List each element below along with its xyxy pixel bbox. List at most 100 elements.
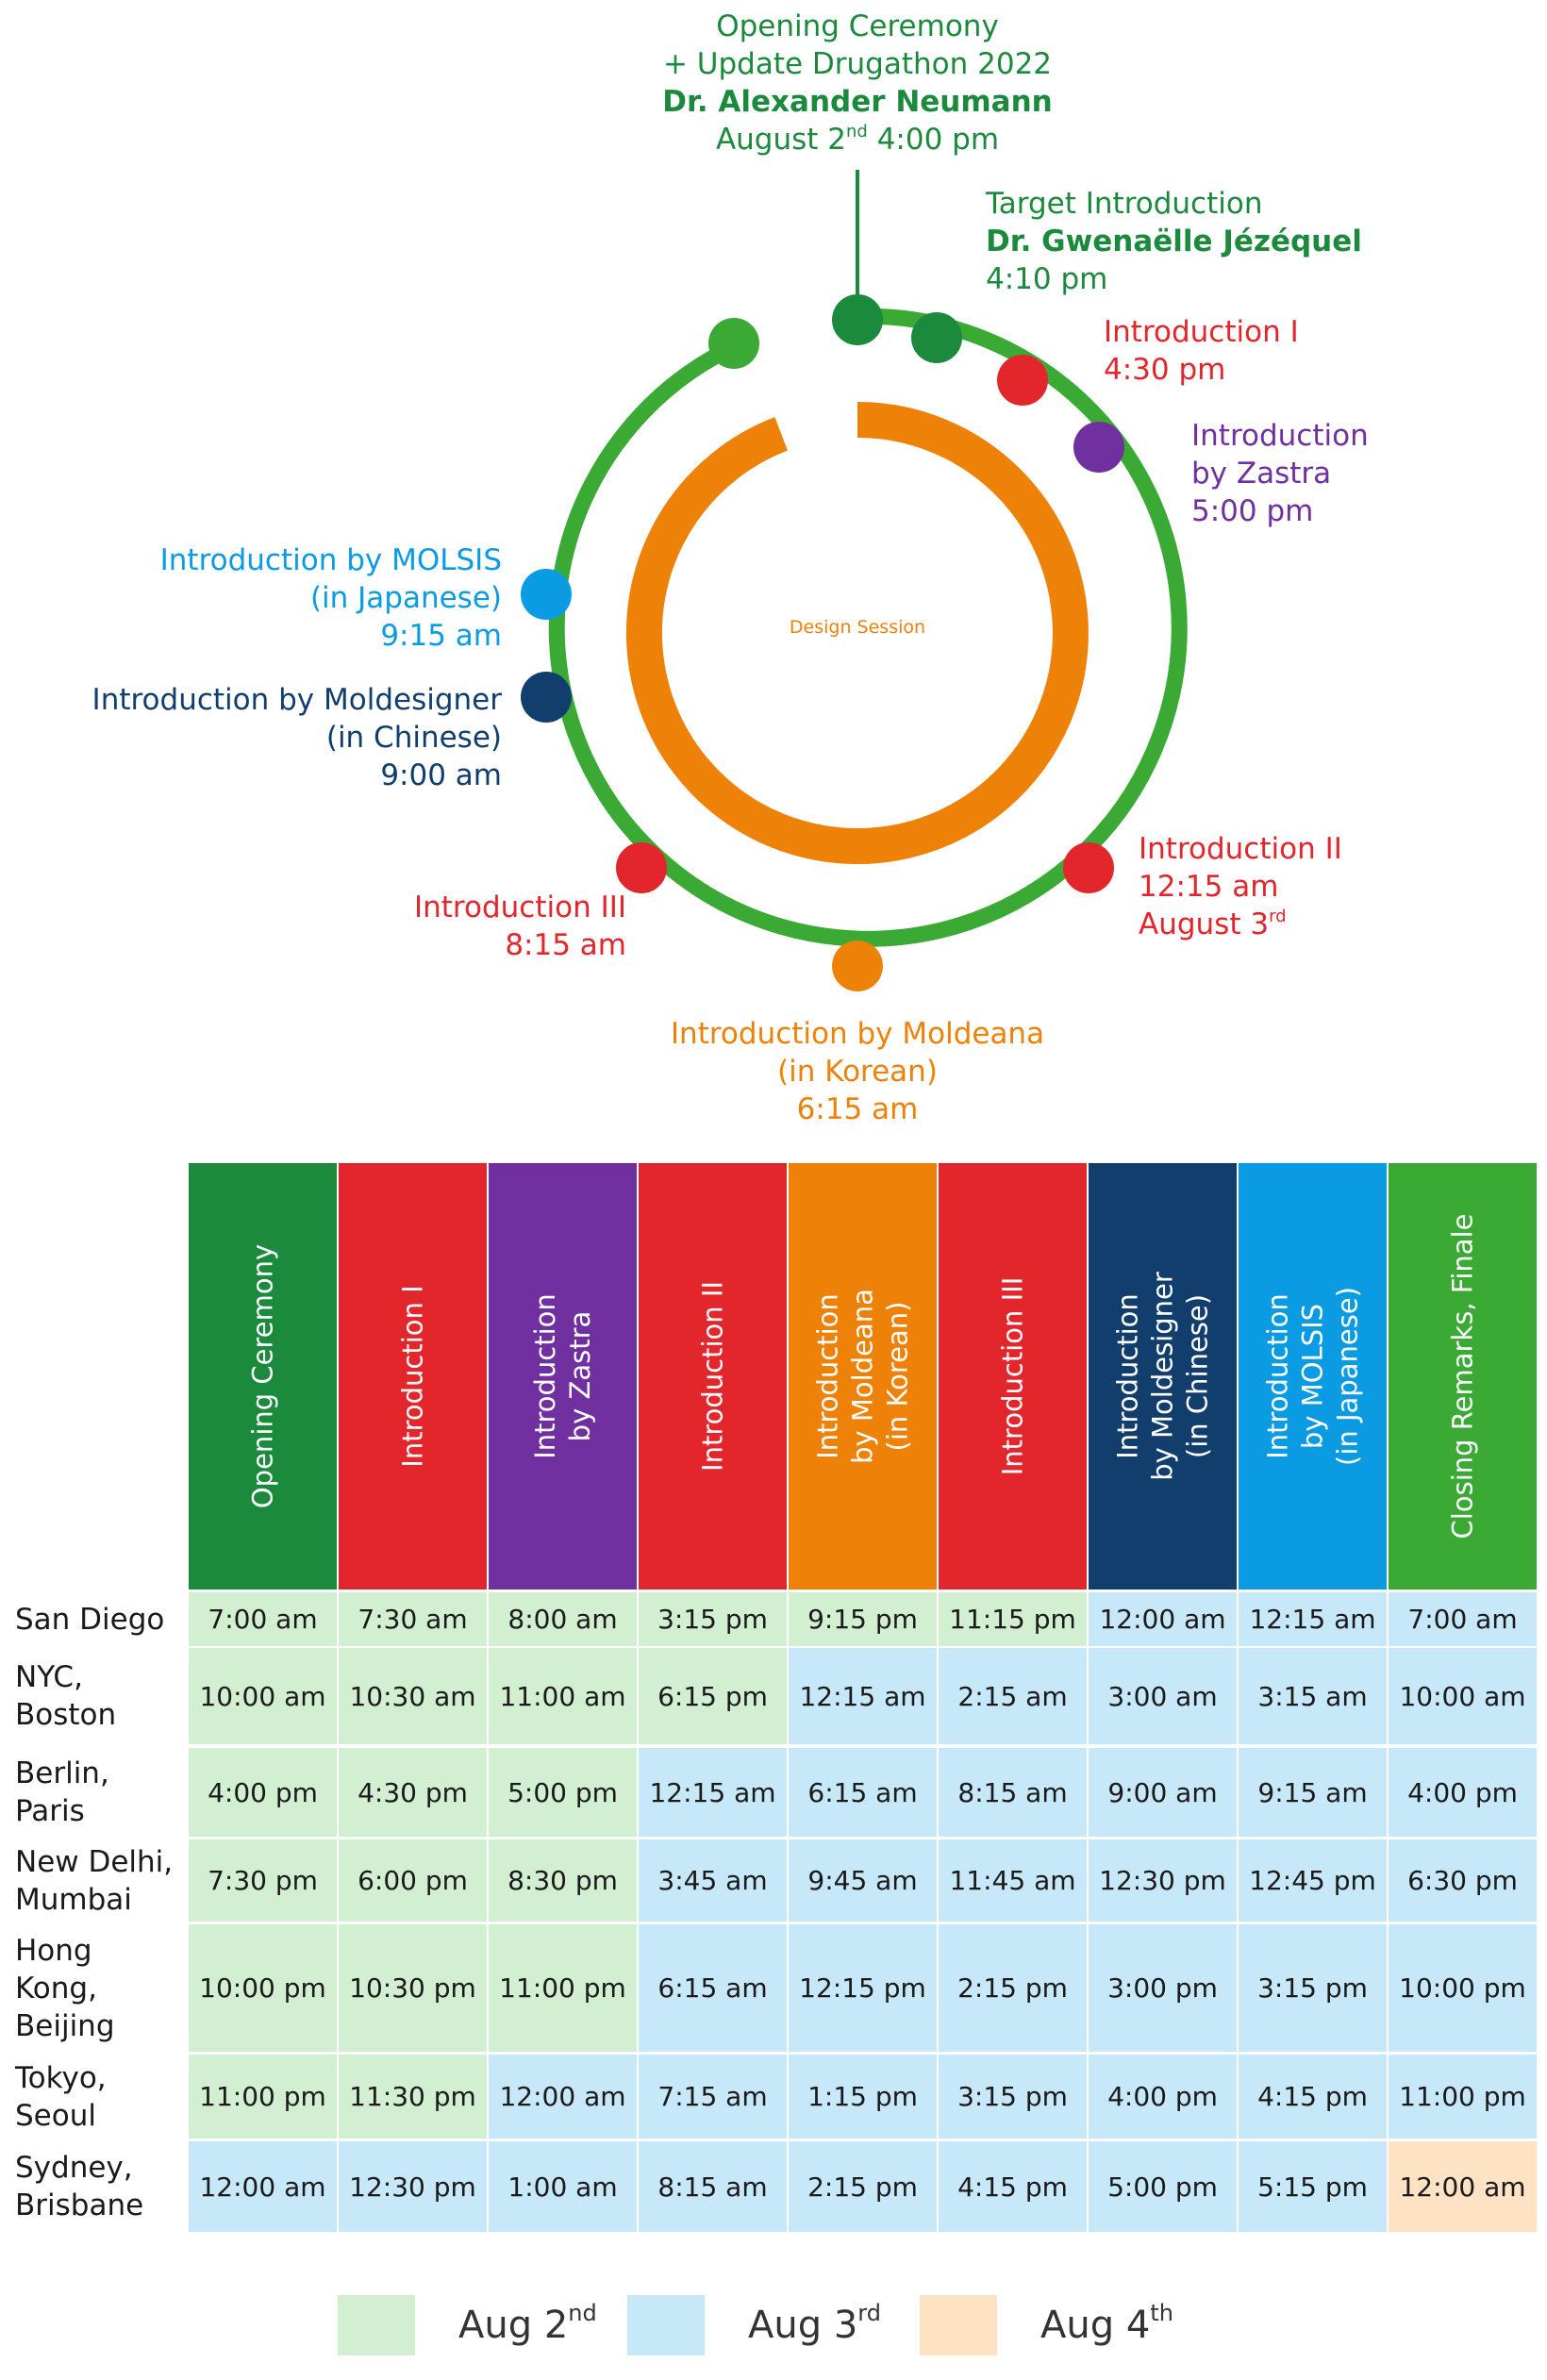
- column-header-label: Closing Remarks, Finale: [1445, 1214, 1480, 1540]
- moldeana-time: 6:15 am: [796, 1092, 919, 1126]
- column-header-label: Introduction I: [395, 1285, 430, 1467]
- table-cell: 4:30 pm: [339, 1748, 487, 1837]
- column-header-label: Opening Ceremony: [245, 1244, 280, 1508]
- city-label: Tokyo,Seoul: [15, 2059, 107, 2135]
- design-session-ring: [625, 402, 1089, 864]
- table-cell: 12:15 am: [1239, 1592, 1387, 1646]
- table-cell: 12:00 am: [489, 2055, 637, 2139]
- molsis-line1: Introduction by MOLSIS: [159, 543, 502, 577]
- column-header-line: by Zastra: [563, 1310, 596, 1442]
- table-cell: 4:00 pm: [1089, 2055, 1237, 2139]
- table-cell: 11:00 am: [489, 1648, 637, 1744]
- column-header-line: by Moldesigner: [1146, 1272, 1178, 1481]
- table-cell: 7:30 pm: [189, 1839, 337, 1922]
- zastra-line2: by Zastra: [1191, 457, 1332, 491]
- closing-dot: [708, 318, 759, 369]
- intro2-title: Introduction II: [1139, 832, 1342, 866]
- city-label-line: Tokyo,: [15, 2060, 107, 2095]
- moldeana-line1: Introduction by Moldeana: [670, 1017, 1045, 1051]
- table-cell: 12:15 pm: [789, 1924, 937, 2052]
- city-label: New Delhi,Mumbai: [15, 1843, 173, 1919]
- city-label: NYC,Boston: [15, 1658, 116, 1734]
- table-cell: 4:00 pm: [1389, 1748, 1537, 1837]
- city-label-line: Seoul: [15, 2098, 96, 2133]
- table-cell: 9:00 am: [1089, 1748, 1237, 1837]
- city-label-line: Beijing: [15, 2008, 115, 2043]
- legend-label: Aug 2nd: [458, 2300, 597, 2347]
- introduction-1-label: Introduction I 4:30 pm: [1104, 313, 1299, 389]
- introduction-2-dot: [1063, 842, 1114, 893]
- table-cell: 5:00 pm: [489, 1748, 637, 1837]
- table-cell: 3:15 pm: [1239, 1924, 1387, 2052]
- molsis-time: 9:15 am: [380, 619, 502, 653]
- table-cell: 7:00 am: [1389, 1592, 1537, 1646]
- table-cell: 8:15 am: [939, 1748, 1087, 1837]
- molsis-label: Introduction by MOLSIS (in Japanese) 9:1…: [28, 541, 502, 655]
- table-cell: 9:15 am: [1239, 1748, 1387, 1837]
- table-cell: 11:30 pm: [339, 2055, 487, 2139]
- intro1-time: 4:30 pm: [1104, 353, 1226, 387]
- table-cell: 1:15 pm: [789, 2055, 937, 2139]
- target-speaker: Dr. Gwenaëlle Jézéquel: [986, 225, 1362, 258]
- target-time: 4:10 pm: [986, 262, 1108, 296]
- table-cell: 1:00 am: [489, 2141, 637, 2232]
- target-introduction-label: Target Introduction Dr. Gwenaëlle Jézéqu…: [986, 185, 1362, 298]
- table-cell: 10:30 pm: [339, 1924, 487, 2052]
- table-cell: 3:15 am: [1239, 1648, 1387, 1744]
- moldesigner-line1: Introduction by Moldesigner: [91, 683, 502, 717]
- column-header-line: Opening Ceremony: [246, 1243, 278, 1509]
- introduction-3-label: Introduction III 8:15 am: [283, 889, 626, 964]
- intro2-time: 12:15 am: [1139, 870, 1279, 904]
- table-cell: 12:30 pm: [339, 2141, 487, 2232]
- intro3-time: 8:15 am: [505, 928, 626, 962]
- city-label-line: San Diego: [15, 1602, 165, 1637]
- city-label-line: Kong,: [15, 1971, 97, 2006]
- moldesigner-dot: [521, 672, 572, 723]
- column-header-line: by Moldeana: [846, 1289, 878, 1464]
- intro1-title: Introduction I: [1104, 315, 1299, 349]
- table-cell: 2:15 am: [939, 1648, 1087, 1744]
- column-header: Opening Ceremony: [189, 1163, 337, 1589]
- table-cell: 10:00 pm: [1389, 1924, 1537, 2052]
- table-cell: 10:00 am: [1389, 1648, 1537, 1744]
- table-cell: 12:45 pm: [1239, 1839, 1387, 1922]
- table-cell: 12:00 am: [189, 2141, 337, 2232]
- table-cell: 7:00 am: [189, 1592, 337, 1646]
- table-cell: 2:15 pm: [939, 1924, 1087, 2052]
- column-header-line: by MOLSIS: [1296, 1303, 1328, 1450]
- moldesigner-time: 9:00 am: [380, 758, 502, 792]
- city-label: San Diego: [15, 1601, 164, 1639]
- legend-swatch: [338, 2295, 415, 2355]
- table-cell: 5:00 pm: [1089, 2141, 1237, 2232]
- table-cell: 8:30 pm: [489, 1839, 637, 1922]
- table-cell: 3:15 pm: [639, 1592, 787, 1646]
- table-cell: 10:30 am: [339, 1648, 487, 1744]
- table-cell: 11:00 pm: [489, 1924, 637, 2052]
- table-cell: 6:15 am: [789, 1748, 937, 1837]
- molsis-line2: (in Japanese): [309, 581, 502, 615]
- city-label-line: Boston: [15, 1698, 117, 1732]
- column-header-line: Introduction: [811, 1293, 843, 1459]
- target-title: Target Introduction: [986, 187, 1263, 221]
- moldeana-dot: [832, 940, 883, 991]
- column-header-line: Closing Remarks, Finale: [1446, 1213, 1478, 1540]
- table-cell: 11:00 pm: [189, 2055, 337, 2139]
- zastra-line1: Introduction: [1191, 419, 1369, 453]
- table-cell: 3:00 pm: [1089, 1924, 1237, 2052]
- moldeana-line2: (in Korean): [777, 1055, 938, 1089]
- moldesigner-label: Introduction by Moldesigner (in Chinese)…: [28, 681, 502, 794]
- column-header-line: Introduction: [528, 1293, 561, 1459]
- opening-speaker: Dr. Alexander Neumann: [662, 85, 1053, 119]
- introduction-3-dot: [616, 842, 667, 893]
- table-cell: 12:15 am: [789, 1648, 937, 1744]
- column-header: Closing Remarks, Finale: [1389, 1163, 1537, 1589]
- zastra-time: 5:00 pm: [1191, 494, 1314, 528]
- city-label-line: Mumbai: [15, 1882, 132, 1917]
- opening-ceremony-dot: [832, 294, 883, 345]
- introduction-1-dot: [997, 355, 1048, 406]
- city-label-line: New Delhi,: [15, 1844, 174, 1879]
